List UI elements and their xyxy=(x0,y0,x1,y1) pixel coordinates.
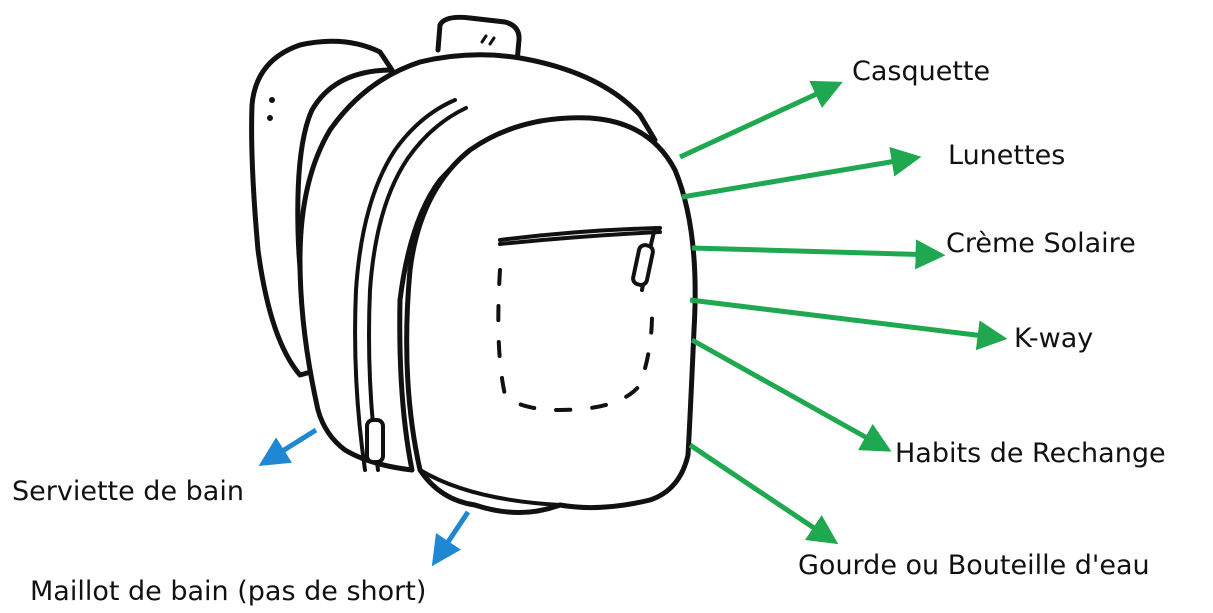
arrow-maillot xyxy=(431,510,471,567)
label-creme-solaire: Crème Solaire xyxy=(946,228,1136,259)
label-serviette: Serviette de bain xyxy=(12,476,244,507)
label-k-way: K-way xyxy=(1014,323,1094,354)
arrow-lunettes xyxy=(681,146,922,200)
backpack-icon xyxy=(249,14,698,515)
arrow-casquette xyxy=(678,80,843,160)
label-casquette: Casquette xyxy=(852,56,991,87)
arrow-gourde xyxy=(688,442,839,545)
label-habits-de-rechange: Habits de Rechange xyxy=(895,438,1166,469)
label-maillot: Maillot de bain (pas de short) xyxy=(30,576,427,607)
left-arrows xyxy=(258,427,471,567)
label-gourde: Gourde ou Bouteille d'eau xyxy=(798,550,1150,581)
arrow-k-way xyxy=(689,297,1008,351)
arrow-serviette xyxy=(258,427,318,466)
arrow-habits xyxy=(690,337,892,452)
right-arrows xyxy=(678,80,1008,545)
arrow-creme-solaire xyxy=(691,239,946,270)
label-lunettes: Lunettes xyxy=(948,140,1066,171)
